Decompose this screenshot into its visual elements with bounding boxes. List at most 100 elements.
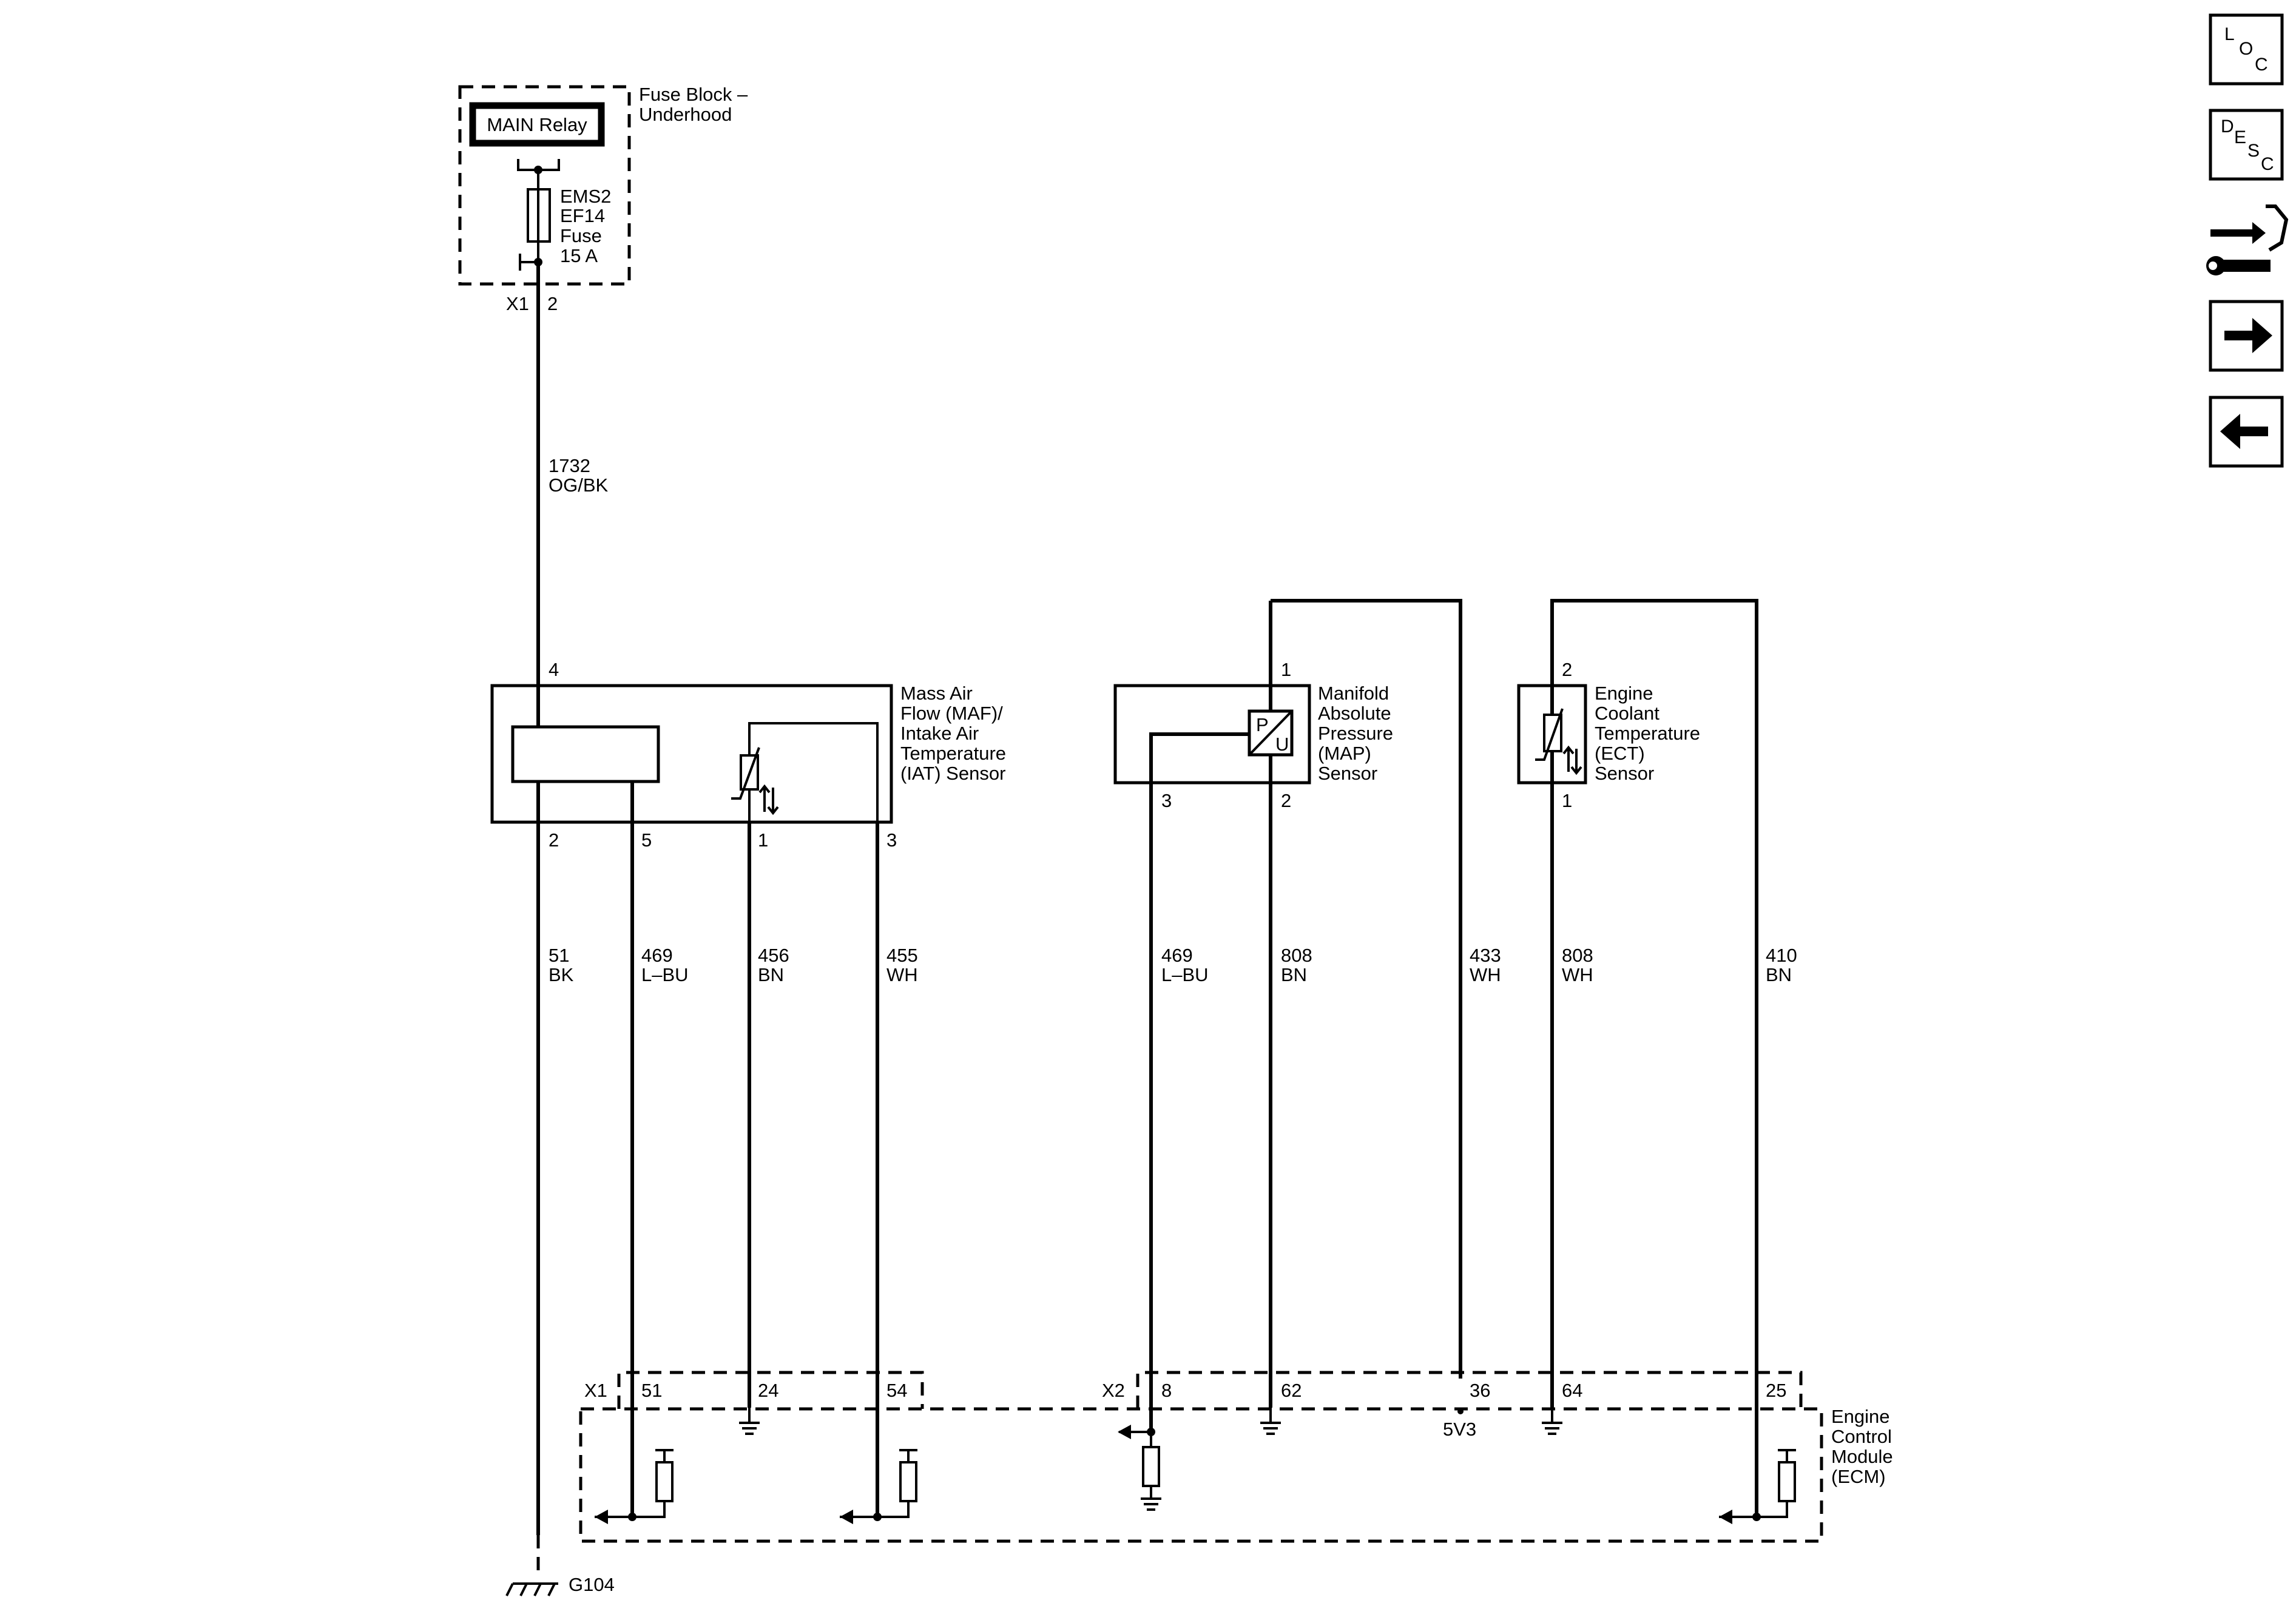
ground-label: G104: [569, 1574, 615, 1595]
ect-pin-2: 2: [1562, 659, 1572, 680]
wire-2-color: L–BU: [641, 964, 689, 985]
wire-4-color: WH: [886, 964, 918, 985]
map-name-5: Sensor: [1318, 763, 1377, 784]
loc-button[interactable]: L O C: [2209, 13, 2284, 86]
connector-wrench-icon[interactable]: [2206, 204, 2289, 275]
ect-name-1: Engine: [1595, 683, 1653, 704]
fuse-name-2: EF14: [560, 205, 605, 226]
loc-letter-o: O: [2239, 39, 2253, 59]
ect-loop: [1550, 599, 1758, 1379]
fuse-name-1: EMS2: [560, 186, 611, 207]
ecm-x1-pin-51: 51: [641, 1380, 662, 1401]
fuse-rating: 15 A: [560, 245, 598, 266]
ecm-x1-label: X1: [584, 1380, 607, 1401]
maf-name-1: Mass Air: [900, 683, 973, 704]
ecm: X1 X2 51 24 54 8 62 36 64 25 5V3 Engine …: [579, 1371, 1893, 1543]
ect-arrows-icon: [1562, 745, 1582, 775]
wire-1-circuit: 51: [549, 945, 569, 966]
signal-arrow-icon: [1118, 1425, 1131, 1439]
ecm-x2-pin-8: 8: [1161, 1380, 1172, 1401]
wire-6-color: BN: [1281, 964, 1307, 985]
chassis-ground-icon: [505, 1582, 558, 1596]
loc-letter-l: L: [2224, 24, 2235, 44]
maf-name-2: Flow (MAF)/: [900, 703, 1003, 724]
loc-letter-c: C: [2255, 55, 2268, 75]
wire-7-circuit: 433: [1470, 945, 1501, 966]
ecm-name-1: Engine: [1831, 1406, 1890, 1427]
maf-iat-sensor: 4 Mass Air Flow (MAF)/ Intake Air Temper…: [490, 659, 1006, 851]
ecm-ground-24: [739, 1408, 760, 1435]
main-relay-label: MAIN Relay: [487, 114, 587, 135]
pull-up-resistor: [1778, 1461, 1796, 1502]
desc-letter-e: E: [2234, 127, 2246, 147]
ecm-x1-pin-54: 54: [886, 1380, 907, 1401]
wire-6-circuit: 808: [1281, 945, 1312, 966]
wire-9-circuit: 410: [1766, 945, 1797, 966]
wire-9-color: BN: [1766, 964, 1792, 985]
fuse-connector: [519, 254, 538, 271]
ecm-input-circuit-8: [1118, 1425, 1161, 1511]
reference-node: [1457, 1408, 1464, 1414]
pull-down-resistor: [1142, 1446, 1160, 1487]
wire-4-circuit: 455: [886, 945, 918, 966]
ecm-outline: [579, 1407, 1823, 1543]
ecm-connector-x1: [617, 1371, 924, 1409]
signal-arrow-icon: [1719, 1510, 1732, 1524]
fuse-pin-label: 2: [547, 293, 558, 314]
ecm-ground-62: [1260, 1408, 1281, 1435]
ect-name-2: Coolant: [1595, 703, 1660, 724]
ground-icon: [1141, 1497, 1161, 1511]
ect-name-3: Temperature: [1595, 723, 1700, 744]
ground-icon: [739, 1422, 760, 1435]
fuse-block-title-1: Fuse Block –: [639, 84, 748, 105]
maf-element: [511, 725, 660, 783]
ect-pin-1: 1: [1562, 790, 1572, 811]
harness-wires: [536, 781, 1758, 1535]
map-sensor-box: [1113, 684, 1311, 785]
maf-name-5: (IAT) Sensor: [900, 763, 1005, 784]
ground-g104: G104: [505, 1535, 615, 1596]
map-name-2: Absolute: [1318, 703, 1391, 724]
ground-icon: [1542, 1422, 1562, 1435]
map-name-3: Pressure: [1318, 723, 1393, 744]
ecm-ground-64: [1542, 1408, 1562, 1435]
pull-up-resistor: [899, 1461, 917, 1502]
ecm-input-circuit-25: [1719, 1449, 1796, 1524]
wire-5-color: L–BU: [1161, 964, 1209, 985]
nav-toolbar: L O C D E S C: [2206, 13, 2289, 468]
map-sensor: P U 1 3 2 Manifold Absolute Pressure (MA…: [1113, 599, 1462, 1379]
maf-name-3: Intake Air: [900, 723, 979, 744]
arrow-left-icon: [2220, 414, 2268, 449]
maf-pin-2: 2: [549, 829, 559, 851]
next-button[interactable]: [2209, 300, 2284, 372]
ground-icon: [1260, 1422, 1281, 1435]
pull-up-resistor: [655, 1461, 674, 1502]
ecm-x2-pin-25: 25: [1766, 1380, 1786, 1401]
wire-7-color: WH: [1470, 964, 1501, 985]
map-name-4: (MAP): [1318, 743, 1371, 764]
prev-button[interactable]: [2209, 396, 2284, 468]
desc-button[interactable]: D E S C: [2209, 109, 2284, 181]
ect-sensor: 2 1 Engine Coolant Temperature (ECT) Sen…: [1517, 599, 1758, 1379]
map-pin-3: 3: [1161, 790, 1172, 811]
signal-arrow-icon: [595, 1510, 608, 1524]
wire-8-circuit: 808: [1562, 945, 1593, 966]
maf-name-4: Temperature: [900, 743, 1006, 764]
ecm-name-2: Control: [1831, 1426, 1892, 1447]
ect-name-4: (ECT): [1595, 743, 1645, 764]
maf-pin-4: 4: [549, 659, 559, 680]
ect-name-5: Sensor: [1595, 763, 1654, 784]
arrow-right-icon: [2224, 318, 2272, 353]
ecm-x2-pin-64: 64: [1562, 1380, 1582, 1401]
ecm-5v3-label: 5V3: [1443, 1419, 1476, 1440]
ecm-name-4: (ECM): [1831, 1466, 1886, 1487]
ecm-name-3: Module: [1831, 1446, 1893, 1467]
fuse-block: Fuse Block – Underhood MAIN Relay EMS2 E…: [458, 84, 748, 314]
map-pin-2: 2: [1281, 790, 1291, 811]
wire-1-color: BK: [549, 964, 574, 985]
wire-5-circuit: 469: [1161, 945, 1193, 966]
map-reference-loop: [1271, 599, 1462, 1379]
iat-pin-3: 3: [886, 829, 897, 851]
supply-wire-circuit: 1732: [549, 455, 590, 476]
fuse-connector-label: X1: [506, 293, 529, 314]
